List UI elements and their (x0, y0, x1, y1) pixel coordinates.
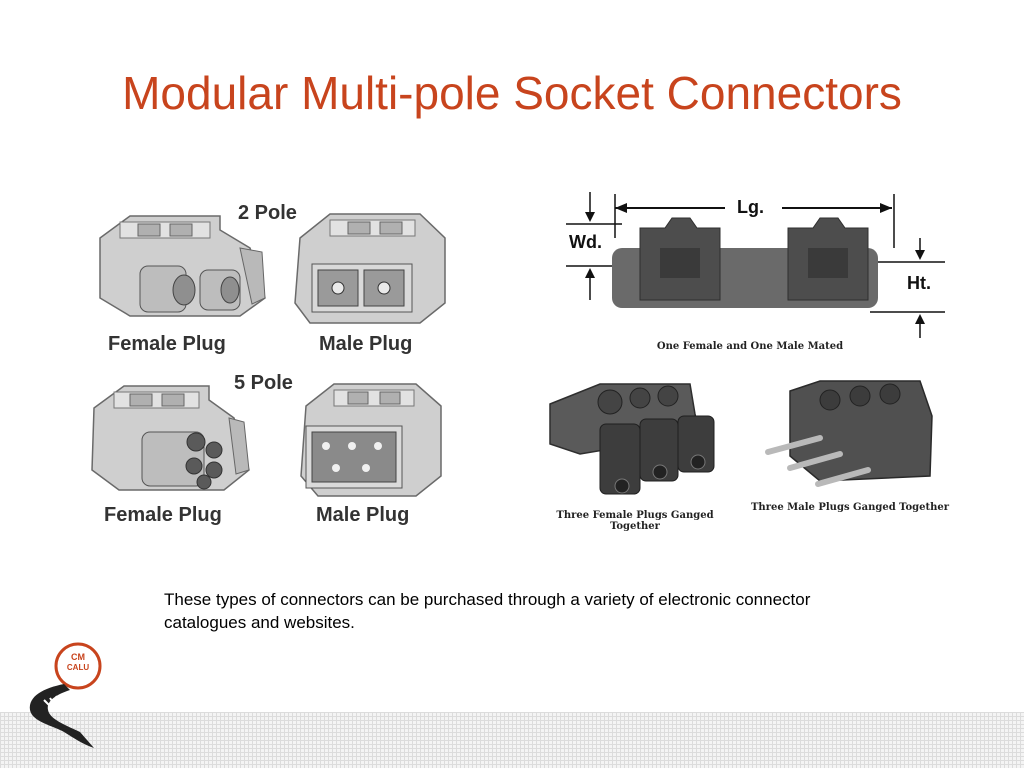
mated-dimension-diagram (566, 192, 945, 338)
five-pole-male-plug-image (300, 383, 442, 497)
male-gang-caption: Three Male Plugs Ganged Together (750, 502, 950, 513)
width-label: Wd. (569, 232, 602, 252)
mated-caption: One Female and One Male Mated (656, 341, 844, 352)
two-pole-female-plug-image (99, 215, 266, 317)
female-plug-label-bottom: Female Plug (104, 504, 222, 526)
logo-text-calu: CALU (66, 663, 90, 672)
male-plug-label-bottom: Male Plug (316, 504, 410, 526)
slide-body-text: These types of connectors can be purchas… (164, 590, 811, 632)
logo-emblem-icon (29, 642, 102, 748)
slide-title: Modular Multi-pole Socket Connectors (122, 67, 902, 119)
calu-logo: CM CALU (24, 640, 114, 750)
five-pole-female-plug-image (91, 385, 250, 491)
three-male-plugs-ganged-image (765, 380, 933, 487)
footer-grid-band (0, 712, 1024, 768)
female-plug-label-top: Female Plug (108, 333, 226, 355)
height-label: Ht. (907, 273, 931, 293)
female-gang-caption: Three Female Plugs Ganged Together (556, 510, 714, 532)
length-label: Lg. (737, 197, 764, 217)
logo-text-cm: CM (71, 652, 85, 662)
two-pole-label: 2 Pole (238, 202, 297, 224)
five-pole-label: 5 Pole (234, 372, 293, 394)
two-pole-male-plug-image (294, 213, 446, 324)
three-female-plugs-ganged-image (549, 383, 715, 495)
male-plug-label-top: Male Plug (319, 333, 413, 355)
